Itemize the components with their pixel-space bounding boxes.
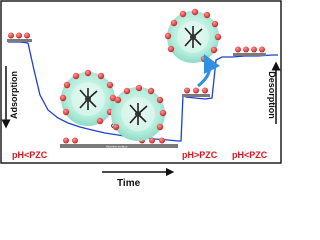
ph-label-left: pH<PZC: [12, 150, 48, 160]
release-arrow: [197, 53, 221, 88]
desorption-label: Desorption: [267, 71, 277, 119]
complex-sphere-right: [111, 84, 167, 141]
surface-bottom: Alumina surface: [60, 144, 178, 148]
complex-sphere-top: [164, 8, 222, 63]
surface-mid-right: [182, 94, 210, 97]
surface-top-left: [7, 39, 32, 42]
diagram-svg: Alumina surface: [0, 0, 282, 189]
diagram-canvas: { "labels": { "adsorption": "Adsorption"…: [0, 0, 282, 189]
ions-mid-right: [184, 87, 208, 94]
adsorption-label: Adsorption: [9, 71, 19, 119]
plot-frame: [0, 0, 282, 164]
time-label: Time: [117, 178, 141, 189]
ph-label-middle: pH>PZC: [182, 150, 218, 160]
complex-sphere-left: [59, 69, 117, 126]
surface-label: Alumina surface: [106, 144, 128, 148]
ph-label-right: pH<PZC: [232, 150, 268, 160]
ions-top-right: [235, 46, 265, 53]
surface-top-right: [233, 53, 266, 56]
ions-top-left: [8, 32, 30, 39]
